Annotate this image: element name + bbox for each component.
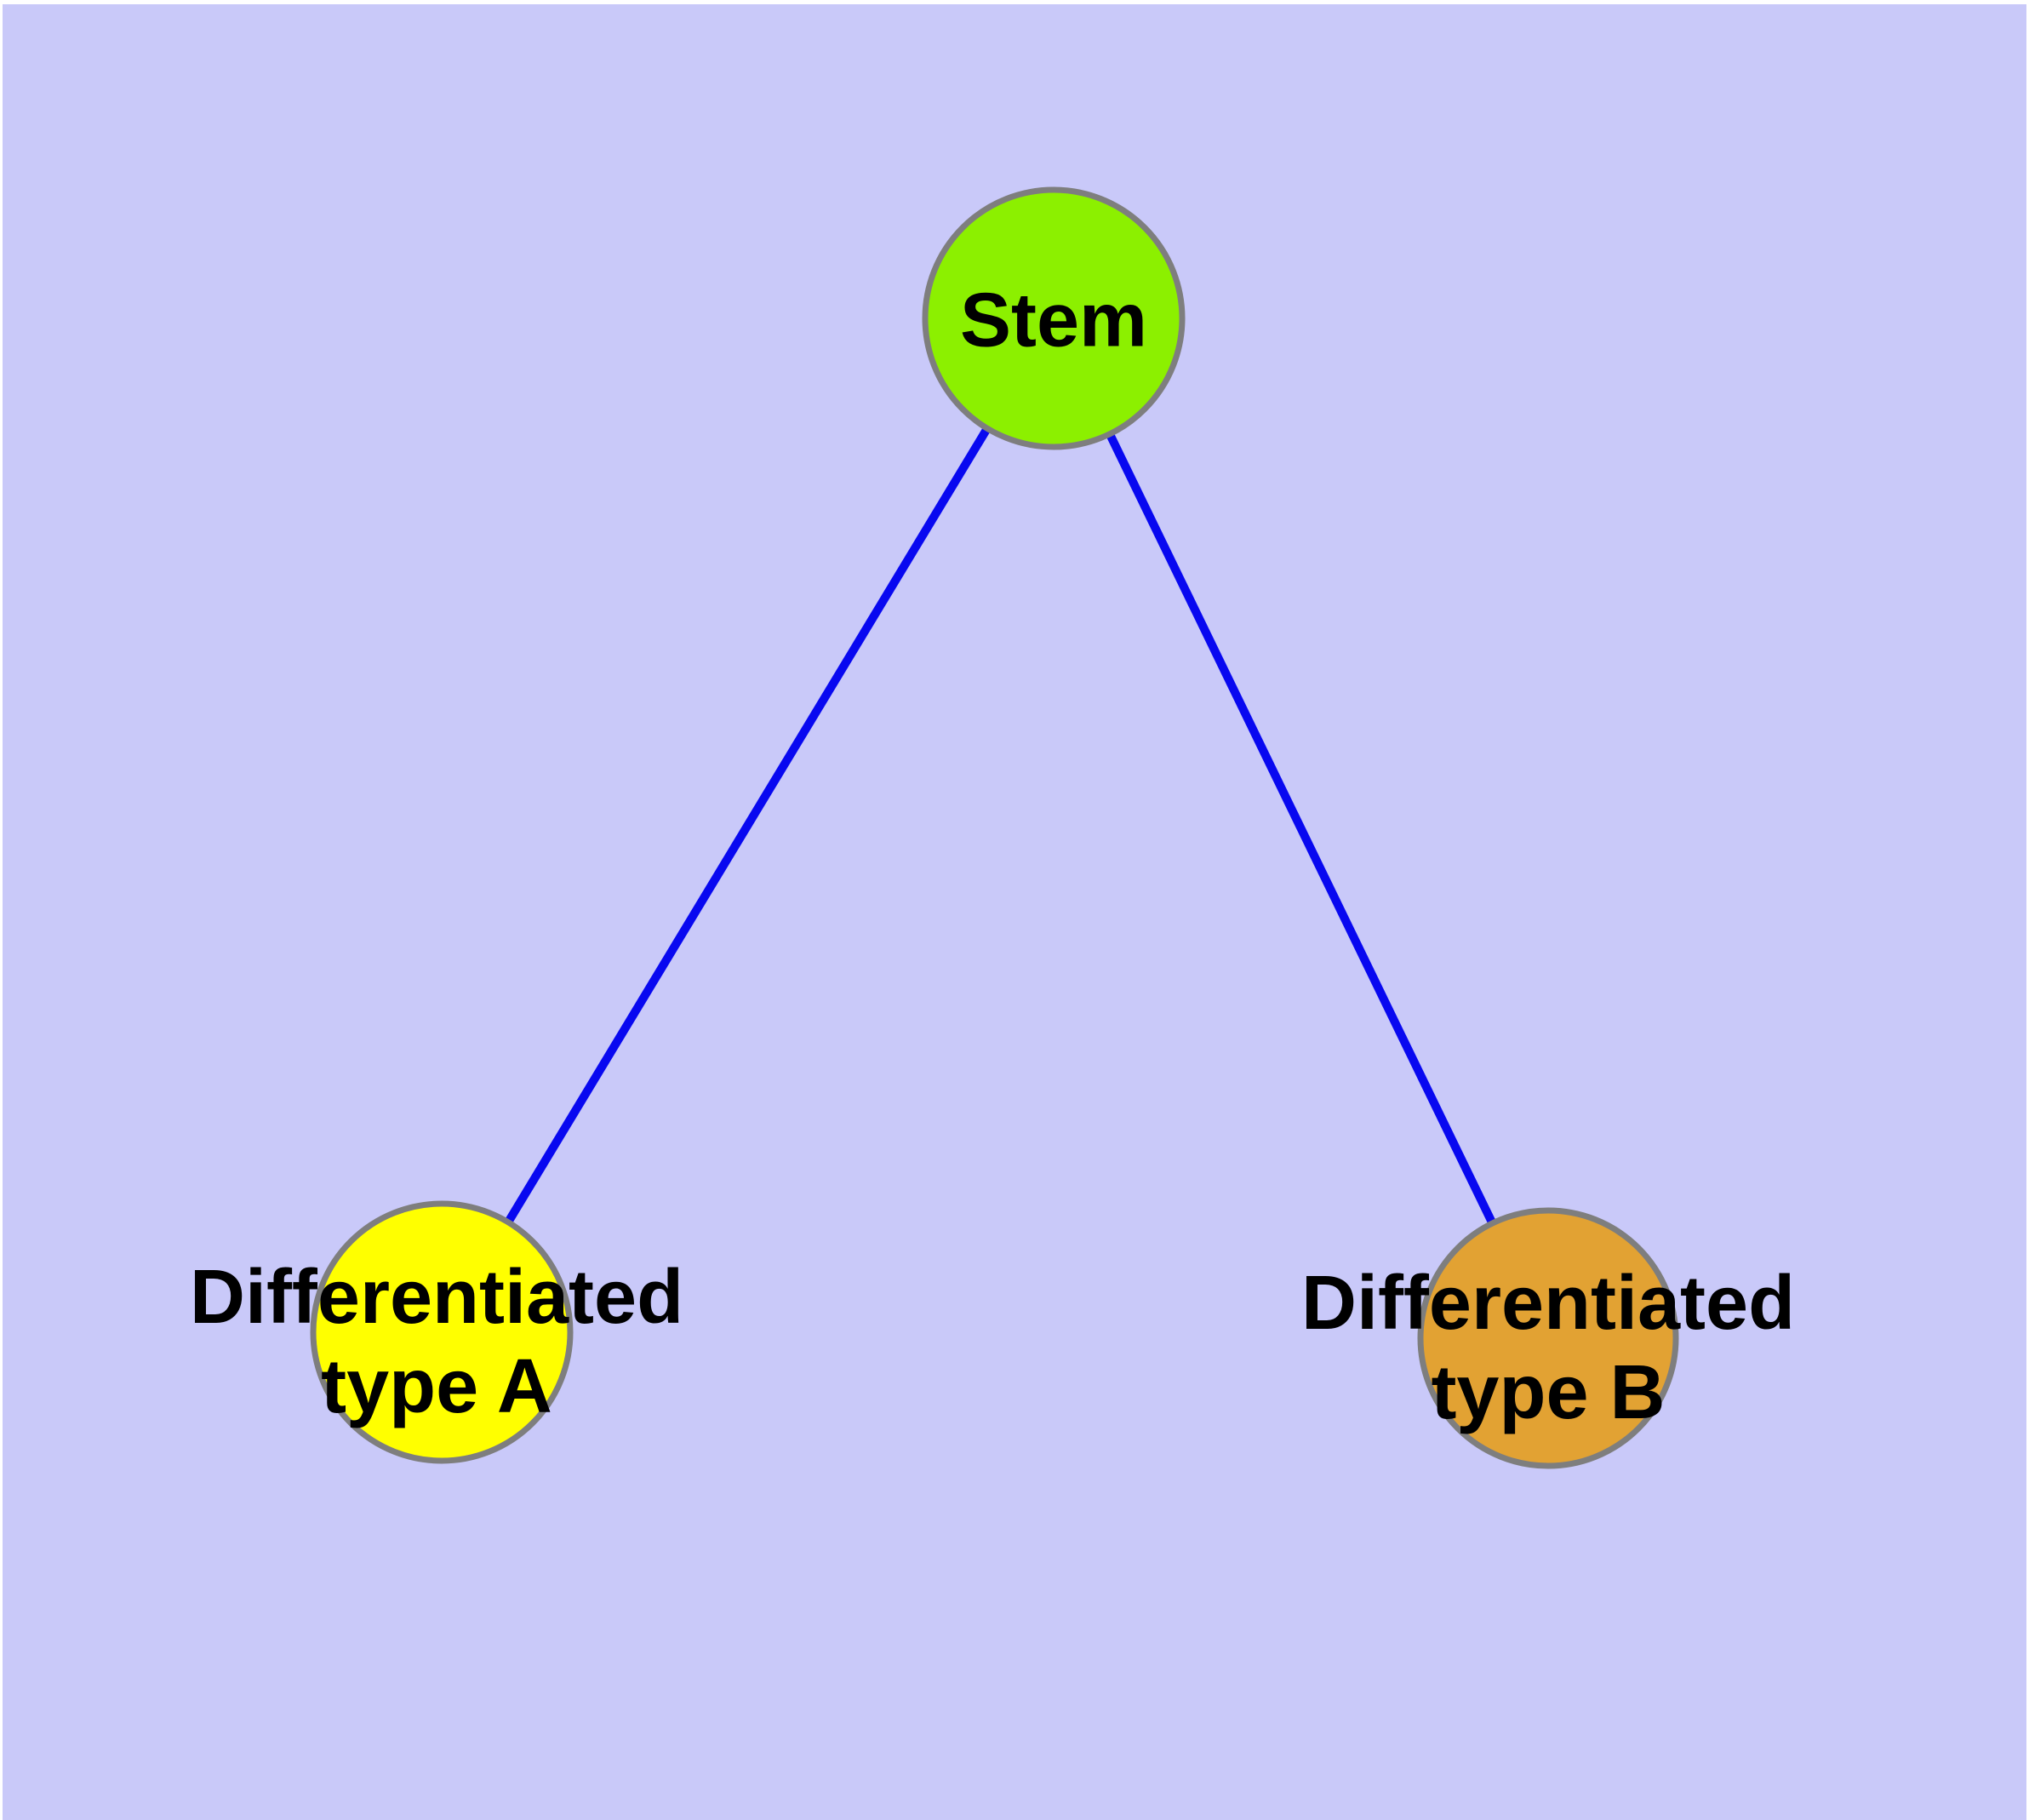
type-b-label: Differentiated type B	[1301, 1259, 1795, 1438]
type-b-label-line1: Differentiated	[1300, 1261, 1796, 1346]
stem-label-text: Stem	[959, 278, 1148, 363]
type-a-node	[310, 1200, 574, 1464]
stem-label: Stem	[960, 277, 1147, 366]
type-b-node	[1417, 1207, 1679, 1469]
type-b-label-line2: type B	[1431, 1350, 1666, 1435]
type-a-label-line2: type A	[321, 1344, 552, 1429]
edge-stem-type-a	[437, 316, 1058, 1335]
type-a-label: Differentiated type A	[190, 1253, 683, 1432]
edge-stem-type-b	[1049, 316, 1552, 1341]
stem-node	[922, 186, 1186, 450]
type-a-label-line1: Differentiated	[189, 1255, 684, 1340]
